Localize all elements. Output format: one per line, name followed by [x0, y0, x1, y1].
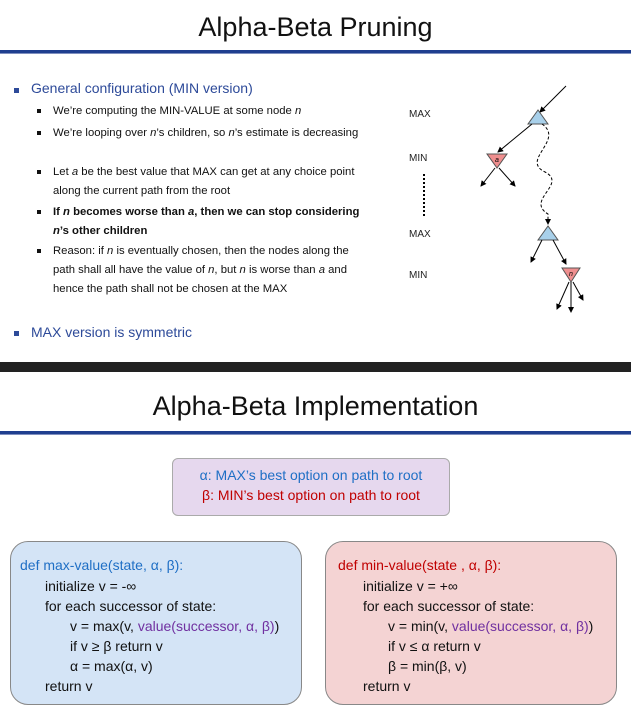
- beta-definition: β: MIN’s best option on path to root: [202, 487, 420, 503]
- min-value-signature: def min-value(state , α, β):: [338, 557, 502, 573]
- max-line-init: initialize v = -∞: [45, 578, 137, 594]
- title-rule-2: [0, 431, 631, 435]
- sub-bullet-stop-condition: If n becomes worse than a, then we can s…: [37, 203, 373, 241]
- edge-a-left: [480, 167, 496, 187]
- bullet-general-config: General configuration (MIN version): [31, 80, 253, 96]
- min-line-update: v = min(v, value(successor, α, β)): [388, 618, 594, 634]
- min-node-a: [486, 153, 508, 169]
- label-max-top: MAX: [409, 109, 431, 120]
- label-max-bottom: MAX: [409, 229, 431, 240]
- max-line-prune: if v ≥ β return v: [70, 638, 163, 654]
- edge-n-right: [572, 281, 584, 301]
- title-rule: [0, 50, 631, 54]
- min-line-loop: for each successor of state:: [363, 598, 535, 614]
- sub-bullet-reason: Reason: if n is eventually chosen, then …: [37, 242, 373, 299]
- node-a-label: a: [495, 157, 499, 164]
- slide2-title: Alpha-Beta Implementation: [152, 391, 479, 421]
- definitions-box: α: MAX’s best option on path to root β: …: [172, 458, 450, 516]
- bullet-max-symmetric: MAX version is symmetric: [31, 324, 193, 340]
- sub-bullet-let-a: Let a be the best value that MAX can get…: [37, 163, 373, 201]
- min-line-init: initialize v = +∞: [363, 578, 458, 594]
- bullet-marker: [14, 88, 19, 93]
- bullet-marker: [14, 331, 19, 336]
- edge-max-to-n: [552, 239, 567, 265]
- max-line-update: v = max(v, value(successor, α, β)): [70, 618, 280, 634]
- slide1-title: Alpha-Beta Pruning: [198, 12, 433, 42]
- game-tree-diagram: a n: [423, 85, 584, 313]
- sub-bullet-computing: We’re computing the MIN-VALUE at some no…: [37, 102, 373, 121]
- alpha-definition: α: MAX’s best option on path to root: [199, 467, 423, 483]
- max-value-signature: def max-value(state, α, β):: [20, 557, 184, 573]
- max-line-loop: for each successor of state:: [45, 598, 217, 614]
- node-n-label: n: [569, 271, 573, 278]
- max-line-alpha: α = max(α, v): [70, 658, 153, 674]
- edge-root-to-a: [497, 123, 533, 153]
- min-node-n: [561, 267, 581, 283]
- label-min-top: MIN: [409, 153, 428, 164]
- edge-n-left: [556, 281, 570, 310]
- edge-into-root: [539, 85, 567, 113]
- max-value-card: [10, 541, 302, 705]
- sub-bullet-looping: We’re looping over n’s children, so n’s …: [37, 124, 373, 143]
- max-line-return: return v: [45, 678, 93, 694]
- slide-separator: [0, 362, 631, 372]
- slide-alpha-beta-pruning: Alpha-Beta Pruning General configuration…: [0, 12, 631, 340]
- min-line-return: return v: [363, 678, 411, 694]
- edge-a-right: [498, 167, 516, 187]
- min-line-beta: β = min(β, v): [388, 658, 467, 674]
- max-node-root: [527, 109, 549, 125]
- min-line-prune: if v ≤ α return v: [388, 638, 481, 654]
- label-min-bottom: MIN: [409, 270, 428, 281]
- max-node-lower: [537, 225, 559, 241]
- min-value-card: [325, 541, 617, 705]
- path-root-to-max: [536, 123, 553, 225]
- edge-max-left: [530, 239, 543, 263]
